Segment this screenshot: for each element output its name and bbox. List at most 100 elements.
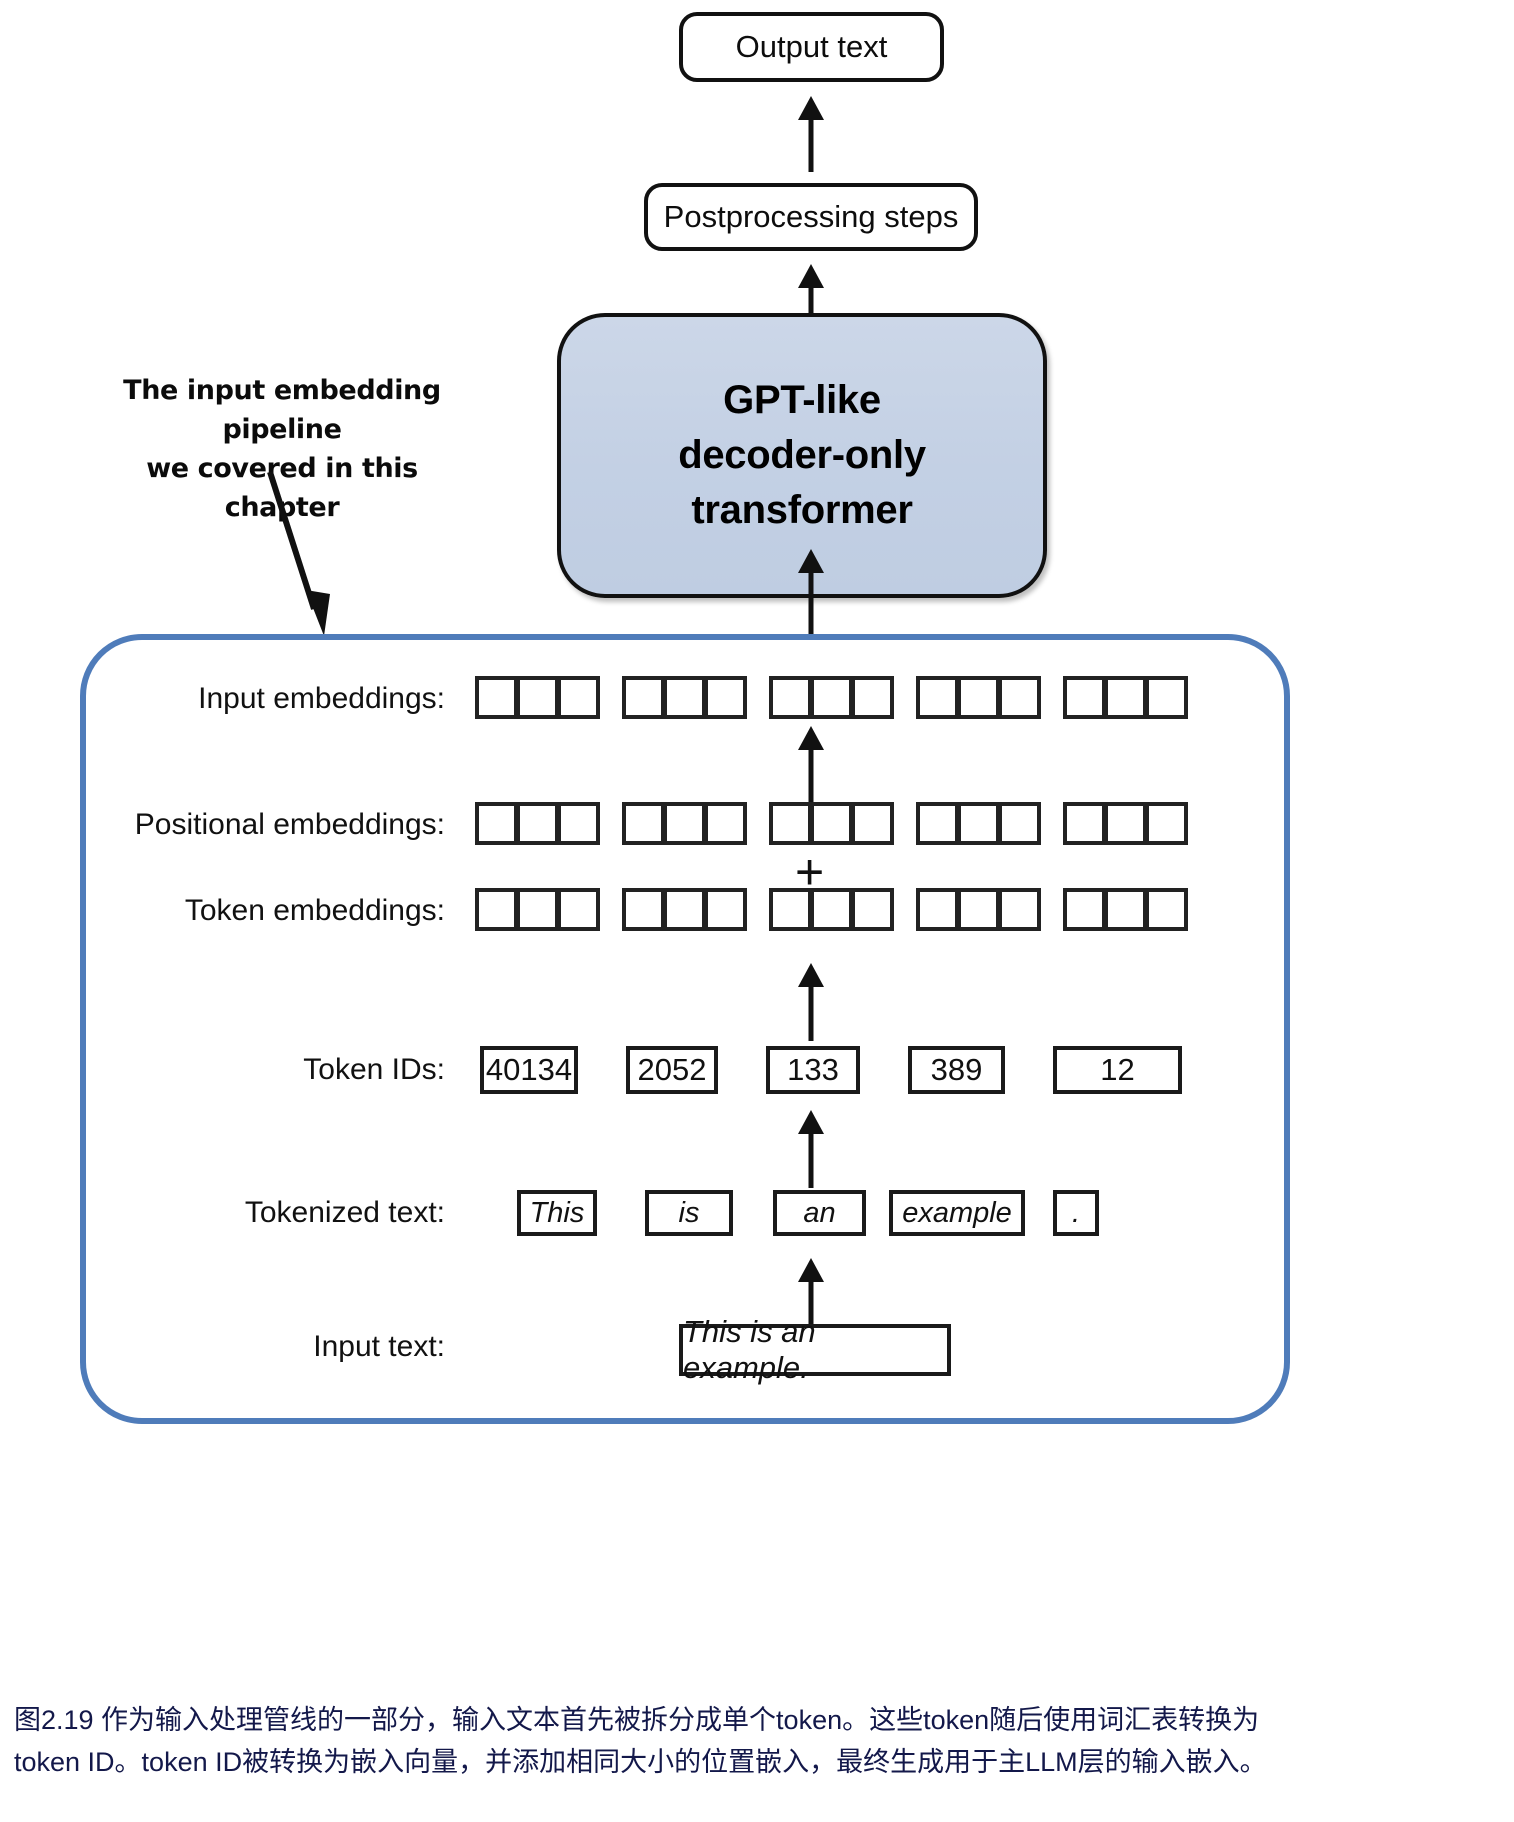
arrow-shaft: [808, 284, 814, 316]
token-box: example: [889, 1190, 1025, 1236]
token-id-box: 40134: [480, 1046, 578, 1094]
embedding-cell: [1145, 888, 1188, 931]
annotation-line2: we covered in this chapter: [146, 453, 418, 523]
embedding-cell: [663, 802, 706, 845]
embedding-group: [475, 676, 600, 719]
row-tokenized-text: This is an example .: [517, 1190, 1099, 1236]
embedding-cell: [475, 676, 518, 719]
embedding-group: [475, 802, 600, 845]
token-id-box: 389: [908, 1046, 1005, 1094]
embedding-cell: [998, 676, 1041, 719]
embedding-cell: [622, 888, 665, 931]
embedding-cell: [851, 802, 894, 845]
embedding-cell: [1063, 676, 1106, 719]
row-token-embeddings: [475, 888, 1188, 931]
embedding-cell: [916, 888, 959, 931]
embedding-cell: [663, 888, 706, 931]
embedding-cell: [769, 802, 812, 845]
embedding-group: [622, 802, 747, 845]
embedding-cell: [769, 676, 812, 719]
input-embedding-pipeline-container: [80, 634, 1290, 1424]
embedding-cell: [769, 888, 812, 931]
arrow-shaft: [808, 569, 814, 685]
embedding-group: [1063, 676, 1188, 719]
caption-line1: 图2.19 作为输入处理管线的一部分，输入文本首先被拆分成单个token。这些t…: [14, 1705, 1260, 1735]
embedding-cell: [557, 676, 600, 719]
embedding-cell: [622, 676, 665, 719]
embedding-cell: [957, 802, 1000, 845]
embedding-cell: [557, 888, 600, 931]
figure-caption: 图2.19 作为输入处理管线的一部分，输入文本首先被拆分成单个token。这些t…: [14, 1700, 1504, 1784]
token-id-box: 12: [1053, 1046, 1182, 1094]
embedding-cell: [475, 888, 518, 931]
embedding-cell: [516, 802, 559, 845]
label-tokenized-text: Tokenized text:: [244, 1196, 445, 1229]
embedding-group: [916, 676, 1041, 719]
embedding-cell: [1145, 676, 1188, 719]
embedding-cell: [1104, 888, 1147, 931]
embedding-cell: [1063, 802, 1106, 845]
embedding-cell: [475, 802, 518, 845]
annotation-text: The input embedding pipeline we covered …: [92, 371, 472, 528]
label-input-text: Input text:: [313, 1330, 445, 1363]
arrow-shaft: [808, 983, 814, 1041]
embedding-cell: [704, 676, 747, 719]
label-input-embeddings: Input embeddings:: [198, 682, 445, 715]
embedding-cell: [957, 888, 1000, 931]
embedding-cell: [1145, 802, 1188, 845]
label-positional-embeddings: Positional embeddings:: [134, 808, 445, 841]
arrow-shaft: [808, 116, 814, 172]
postprocessing-box: Postprocessing steps: [644, 183, 978, 251]
row-token-ids: 40134 2052 133 389 12: [480, 1046, 1182, 1094]
token-id-box: 133: [766, 1046, 860, 1094]
embedding-group: [475, 888, 600, 931]
transformer-label-line2: decoder-only: [678, 432, 926, 477]
token-box: .: [1053, 1190, 1099, 1236]
output-text-box: Output text: [679, 12, 944, 82]
embedding-cell: [516, 676, 559, 719]
embedding-group: [622, 676, 747, 719]
transformer-label-line1: GPT-like: [723, 377, 881, 422]
embedding-cell: [998, 802, 1041, 845]
embedding-cell: [704, 802, 747, 845]
embedding-group: [769, 802, 894, 845]
embedding-cell: [810, 802, 853, 845]
embedding-cell: [622, 802, 665, 845]
row-positional-embeddings: [475, 802, 1188, 845]
embedding-cell: [557, 802, 600, 845]
postprocessing-label: Postprocessing steps: [663, 199, 959, 234]
token-box: is: [645, 1190, 733, 1236]
caption-line2: token ID。token ID被转换为嵌入向量，并添加相同大小的位置嵌入，最…: [14, 1746, 1267, 1777]
embedding-cell: [516, 888, 559, 931]
embedding-cell: [916, 676, 959, 719]
embedding-group: [916, 802, 1041, 845]
embedding-cell: [1104, 802, 1147, 845]
embedding-cell: [810, 676, 853, 719]
annotation-arrow-icon: [267, 471, 330, 636]
embedding-cell: [810, 888, 853, 931]
transformer-label-line3: transformer: [691, 488, 913, 533]
arrow-shaft: [808, 1130, 814, 1188]
embedding-group: [622, 888, 747, 931]
arrow-shaft: [808, 746, 814, 806]
embedding-group: [1063, 888, 1188, 931]
embedding-group: [769, 676, 894, 719]
embedding-group: [1063, 802, 1188, 845]
annotation-line1: The input embedding pipeline: [123, 375, 441, 446]
embedding-cell: [704, 888, 747, 931]
transformer-label-group: GPT-like decoder-only transformer: [678, 373, 926, 539]
token-box: an: [773, 1190, 866, 1236]
embedding-cell: [1063, 888, 1106, 931]
embedding-cell: [916, 802, 959, 845]
input-text-box: This is an example.: [679, 1314, 951, 1385]
arrow-shaft: [808, 1278, 814, 1336]
embedding-cell: [851, 676, 894, 719]
embedding-cell: [851, 888, 894, 931]
output-text-label: Output text: [735, 29, 888, 64]
embedding-cell: [998, 888, 1041, 931]
embedding-cell: [1104, 676, 1147, 719]
embedding-group: [916, 888, 1041, 931]
row-input-embeddings: [475, 676, 1188, 719]
row-input-text: This is an example.: [679, 1314, 951, 1385]
label-token-embeddings: Token embeddings:: [184, 894, 445, 927]
